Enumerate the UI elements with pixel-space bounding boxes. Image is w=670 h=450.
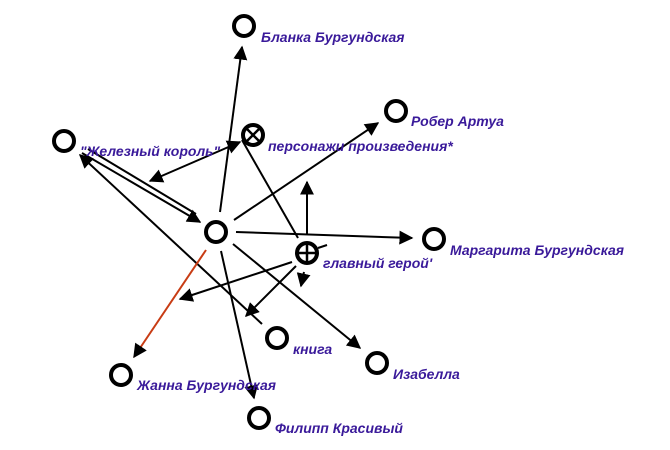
edge-zhelezny-center-2 [87, 148, 197, 215]
label-filipp: Филипп Красивый [275, 420, 403, 436]
node-center[interactable] [204, 220, 228, 244]
edge-zhelezny-center [81, 152, 202, 223]
edge-center-rober [233, 122, 380, 221]
edge-center-zhanna [133, 249, 207, 359]
node-personazhi[interactable] [241, 123, 265, 147]
edge-personazhi-zhelezny [148, 140, 242, 183]
edge-glavny-down [296, 271, 311, 288]
node-rober[interactable] [384, 99, 408, 123]
edge-center-izabella [232, 243, 362, 349]
edge-kniga-zhelezny [78, 154, 263, 325]
circle-times-icon-stroke-b [246, 128, 260, 142]
labels: Бланка Бургундская Робер Артуа "Железный… [80, 29, 624, 436]
node-margarita[interactable] [422, 227, 446, 251]
node-filipp[interactable] [247, 406, 271, 430]
edge-center-blanka [219, 45, 248, 213]
node-zhelezny[interactable] [52, 129, 76, 153]
label-izabella: Изабелла [393, 366, 460, 382]
label-blanka: Бланка Бургундская [261, 29, 405, 45]
label-zhelezny: "Железный король" [80, 143, 220, 159]
nodes [52, 14, 446, 430]
edge-glavny-stub [317, 244, 328, 249]
edge-glavny-down-left [245, 265, 297, 317]
edge-glavny-left [178, 261, 293, 302]
label-margarita: Маргарита Бургундская [450, 242, 624, 258]
edge-center-filipp [220, 250, 259, 400]
label-glavny: главный герой' [323, 255, 433, 271]
node-kniga[interactable] [265, 326, 289, 350]
label-kniga: книга [293, 341, 332, 357]
node-glavny[interactable] [295, 241, 319, 265]
node-blanka[interactable] [232, 14, 256, 38]
node-zhanna[interactable] [109, 363, 133, 387]
edge-personazhi-glavny [241, 139, 299, 239]
label-rober: Робер Артуа [411, 113, 504, 129]
edges [78, 45, 414, 400]
node-izabella[interactable] [365, 351, 389, 375]
edge-center-margarita [235, 230, 414, 245]
label-personazhi: персонажи произведения* [268, 138, 453, 154]
label-zhanna: Жанна Бургундская [136, 377, 276, 393]
